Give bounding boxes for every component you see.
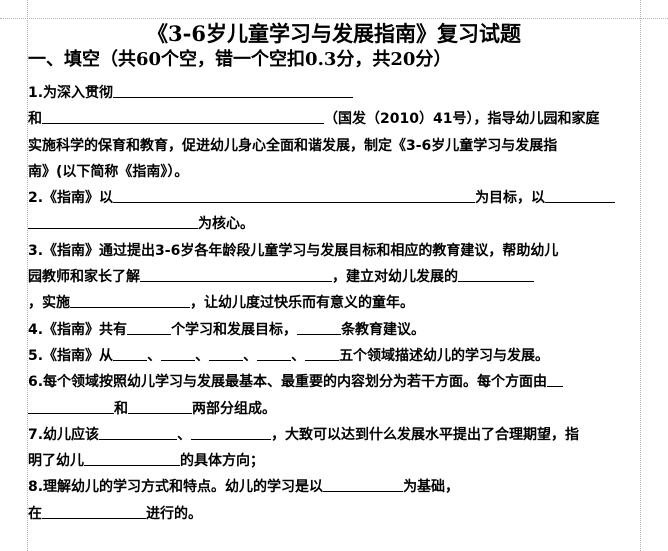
answer-blank[interactable] — [42, 504, 146, 519]
question-text: 南》(以下简称《指南》）。 — [28, 163, 189, 180]
question-text: 7.幼儿应该 — [28, 426, 100, 443]
separator: 、 — [291, 347, 306, 364]
question-line: 8.理解幼儿的学习方式和特点。幼儿的学习是以 为基础， — [28, 474, 640, 500]
answer-blank[interactable] — [257, 346, 292, 361]
answer-blank[interactable] — [323, 477, 404, 493]
question-8: 8.理解幼儿的学习方式和特点。幼儿的学习是以 为基础， 在 进行的。 — [28, 474, 640, 527]
question-line: 实施科学的保育和教育，促进幼儿身心全面和谐发展，制定《3-6岁儿童学习与发展指 — [28, 133, 640, 159]
question-line: 7.幼儿应该 、 ，大致可以达到什么发展水平提出了合理期望，指 — [28, 422, 640, 448]
question-text: ，实施 — [28, 295, 70, 312]
page-margin-guide-top — [0, 18, 668, 19]
question-line: 和 两部分组成。 — [28, 396, 640, 422]
answer-blank[interactable] — [127, 320, 172, 335]
question-text: ，建立对幼儿发展的 — [332, 269, 458, 286]
question-text: 五个领域描述幼儿的学习与发展。 — [339, 347, 550, 364]
question-text: 和 — [28, 111, 42, 128]
question-3: 3.《指南》通过提出3-6岁各年龄段儿童学习与发展目标和相应的教育建议，帮助幼儿… — [28, 238, 640, 317]
question-text: ，让幼儿度过快乐而有意义的童年。 — [190, 295, 414, 312]
separator: 、 — [177, 426, 192, 443]
document-page: 《3-6岁儿童学习与发展指南》复习试题 一、填空（共60个空，错一个空扣0.3分… — [28, 18, 640, 527]
answer-blank[interactable] — [113, 346, 148, 361]
question-text: 8.理解幼儿的学习方式和特点。幼儿的学习是以 — [28, 479, 324, 496]
question-line: 园教师和家长了解 ，建立对幼儿发展的 — [28, 264, 640, 290]
answer-blank[interactable] — [28, 214, 198, 230]
question-text: 的具体方向； — [180, 453, 264, 470]
question-text: 在 — [28, 505, 42, 522]
question-2: 2.《指南》以 为目标，以 为核心。 — [28, 185, 640, 238]
answer-blank[interactable] — [70, 293, 190, 309]
question-text: 5.《指南》从 — [28, 347, 114, 364]
question-text: 为基础， — [403, 479, 460, 496]
document-title: 《3-6岁儿童学习与发展指南》复习试题 — [147, 21, 521, 46]
question-line: 1.为深入贯彻 — [28, 80, 640, 106]
page-margin-guide-right — [640, 0, 641, 551]
question-line: 明了幼儿 的具体方向； — [28, 448, 640, 474]
question-text: 实施科学的保育和教育，促进幼儿身心全面和谐发展，制定《3-6岁儿童学习与发展指 — [28, 137, 558, 154]
answer-blank[interactable] — [297, 320, 342, 335]
question-text: 2.《指南》以 — [28, 190, 114, 207]
question-7: 7.幼儿应该 、 ，大致可以达到什么发展水平提出了合理期望，指 明了幼儿 的具体方向； — [28, 422, 640, 475]
question-text: ，大致可以达到什么发展水平提出了合理期望，指 — [271, 426, 580, 443]
separator: 、 — [147, 347, 162, 364]
answer-blank[interactable] — [545, 188, 616, 204]
question-line: 南》(以下简称《指南》）。 — [28, 159, 640, 185]
answer-blank[interactable] — [161, 346, 196, 361]
question-text: （国发（2010）41号），指导幼儿园和家庭 — [324, 111, 600, 128]
question-4: 4.《指南》共有 个学习和发展目标， 条教育建议。 — [28, 317, 640, 343]
answer-blank[interactable] — [113, 188, 476, 204]
question-text: 进行的。 — [146, 505, 202, 522]
answer-blank[interactable] — [547, 372, 564, 388]
question-text: 园教师和家长了解 — [28, 269, 140, 286]
question-text: 为目标，以 — [475, 190, 546, 207]
question-text: 1.为深入贯彻 — [28, 85, 114, 101]
question-line: 和 （国发（2010）41号），指导幼儿园和家庭 — [28, 106, 640, 132]
question-line: 在 进行的。 — [28, 501, 640, 527]
answer-blank[interactable] — [128, 399, 192, 414]
answer-blank[interactable] — [28, 399, 114, 414]
question-text: 3.《指南》通过提出3-6岁各年龄段儿童学习与发展目标和相应的教育建议，帮助幼儿 — [28, 242, 559, 259]
question-line: 6.每个领域按照幼儿学习与发展最基本、最重要的内容划分为若干方面。每个方面由 — [28, 369, 640, 395]
answer-blank[interactable] — [140, 267, 332, 283]
answer-blank[interactable] — [42, 109, 324, 125]
question-1: 1.为深入贯彻 和 （国发（2010）41号），指导幼儿园和家庭 实施科学的保育和… — [28, 80, 640, 185]
answer-blank[interactable] — [99, 425, 178, 440]
question-line: 3.《指南》通过提出3-6岁各年龄段儿童学习与发展目标和相应的教育建议，帮助幼儿 — [28, 238, 640, 264]
question-line: 5.《指南》从 、 、 、 、 五个领域描述幼儿的学习与发展。 — [28, 343, 640, 369]
question-6: 6.每个领域按照幼儿学习与发展最基本、最重要的内容划分为若干方面。每个方面由 和… — [28, 369, 640, 422]
answer-blank[interactable] — [209, 346, 244, 361]
question-text: 两部分组成。 — [192, 400, 276, 417]
question-text: 为核心。 — [198, 216, 254, 233]
page-margin-guide-left — [27, 0, 28, 551]
answer-blank[interactable] — [458, 267, 534, 283]
question-line: 为核心。 — [28, 211, 640, 237]
answer-blank[interactable] — [305, 346, 340, 361]
question-text: 6.每个领域按照幼儿学习与发展最基本、最重要的内容划分为若干方面。每个方面由 — [28, 374, 548, 391]
question-text: 4.《指南》共有 — [28, 321, 128, 338]
answer-blank[interactable] — [191, 425, 272, 440]
question-line: 2.《指南》以 为目标，以 — [28, 185, 640, 211]
question-line: 4.《指南》共有 个学习和发展目标， 条教育建议。 — [28, 317, 640, 343]
question-line: ，实施 ，让幼儿度过快乐而有意义的童年。 — [28, 290, 640, 316]
question-5: 5.《指南》从 、 、 、 、 五个领域描述幼儿的学习与发展。 — [28, 343, 640, 369]
question-text: 个学习和发展目标， — [171, 321, 298, 338]
question-text: 和 — [114, 400, 128, 417]
question-text: 明了幼儿 — [28, 453, 84, 470]
separator: 、 — [243, 347, 258, 364]
answer-blank[interactable] — [113, 83, 354, 98]
answer-blank[interactable] — [84, 451, 180, 467]
question-text: 条教育建议。 — [341, 321, 426, 338]
separator: 、 — [195, 347, 210, 364]
section-heading: 一、填空（共60个空，错一个空扣0.3分，共20分） — [28, 49, 452, 70]
